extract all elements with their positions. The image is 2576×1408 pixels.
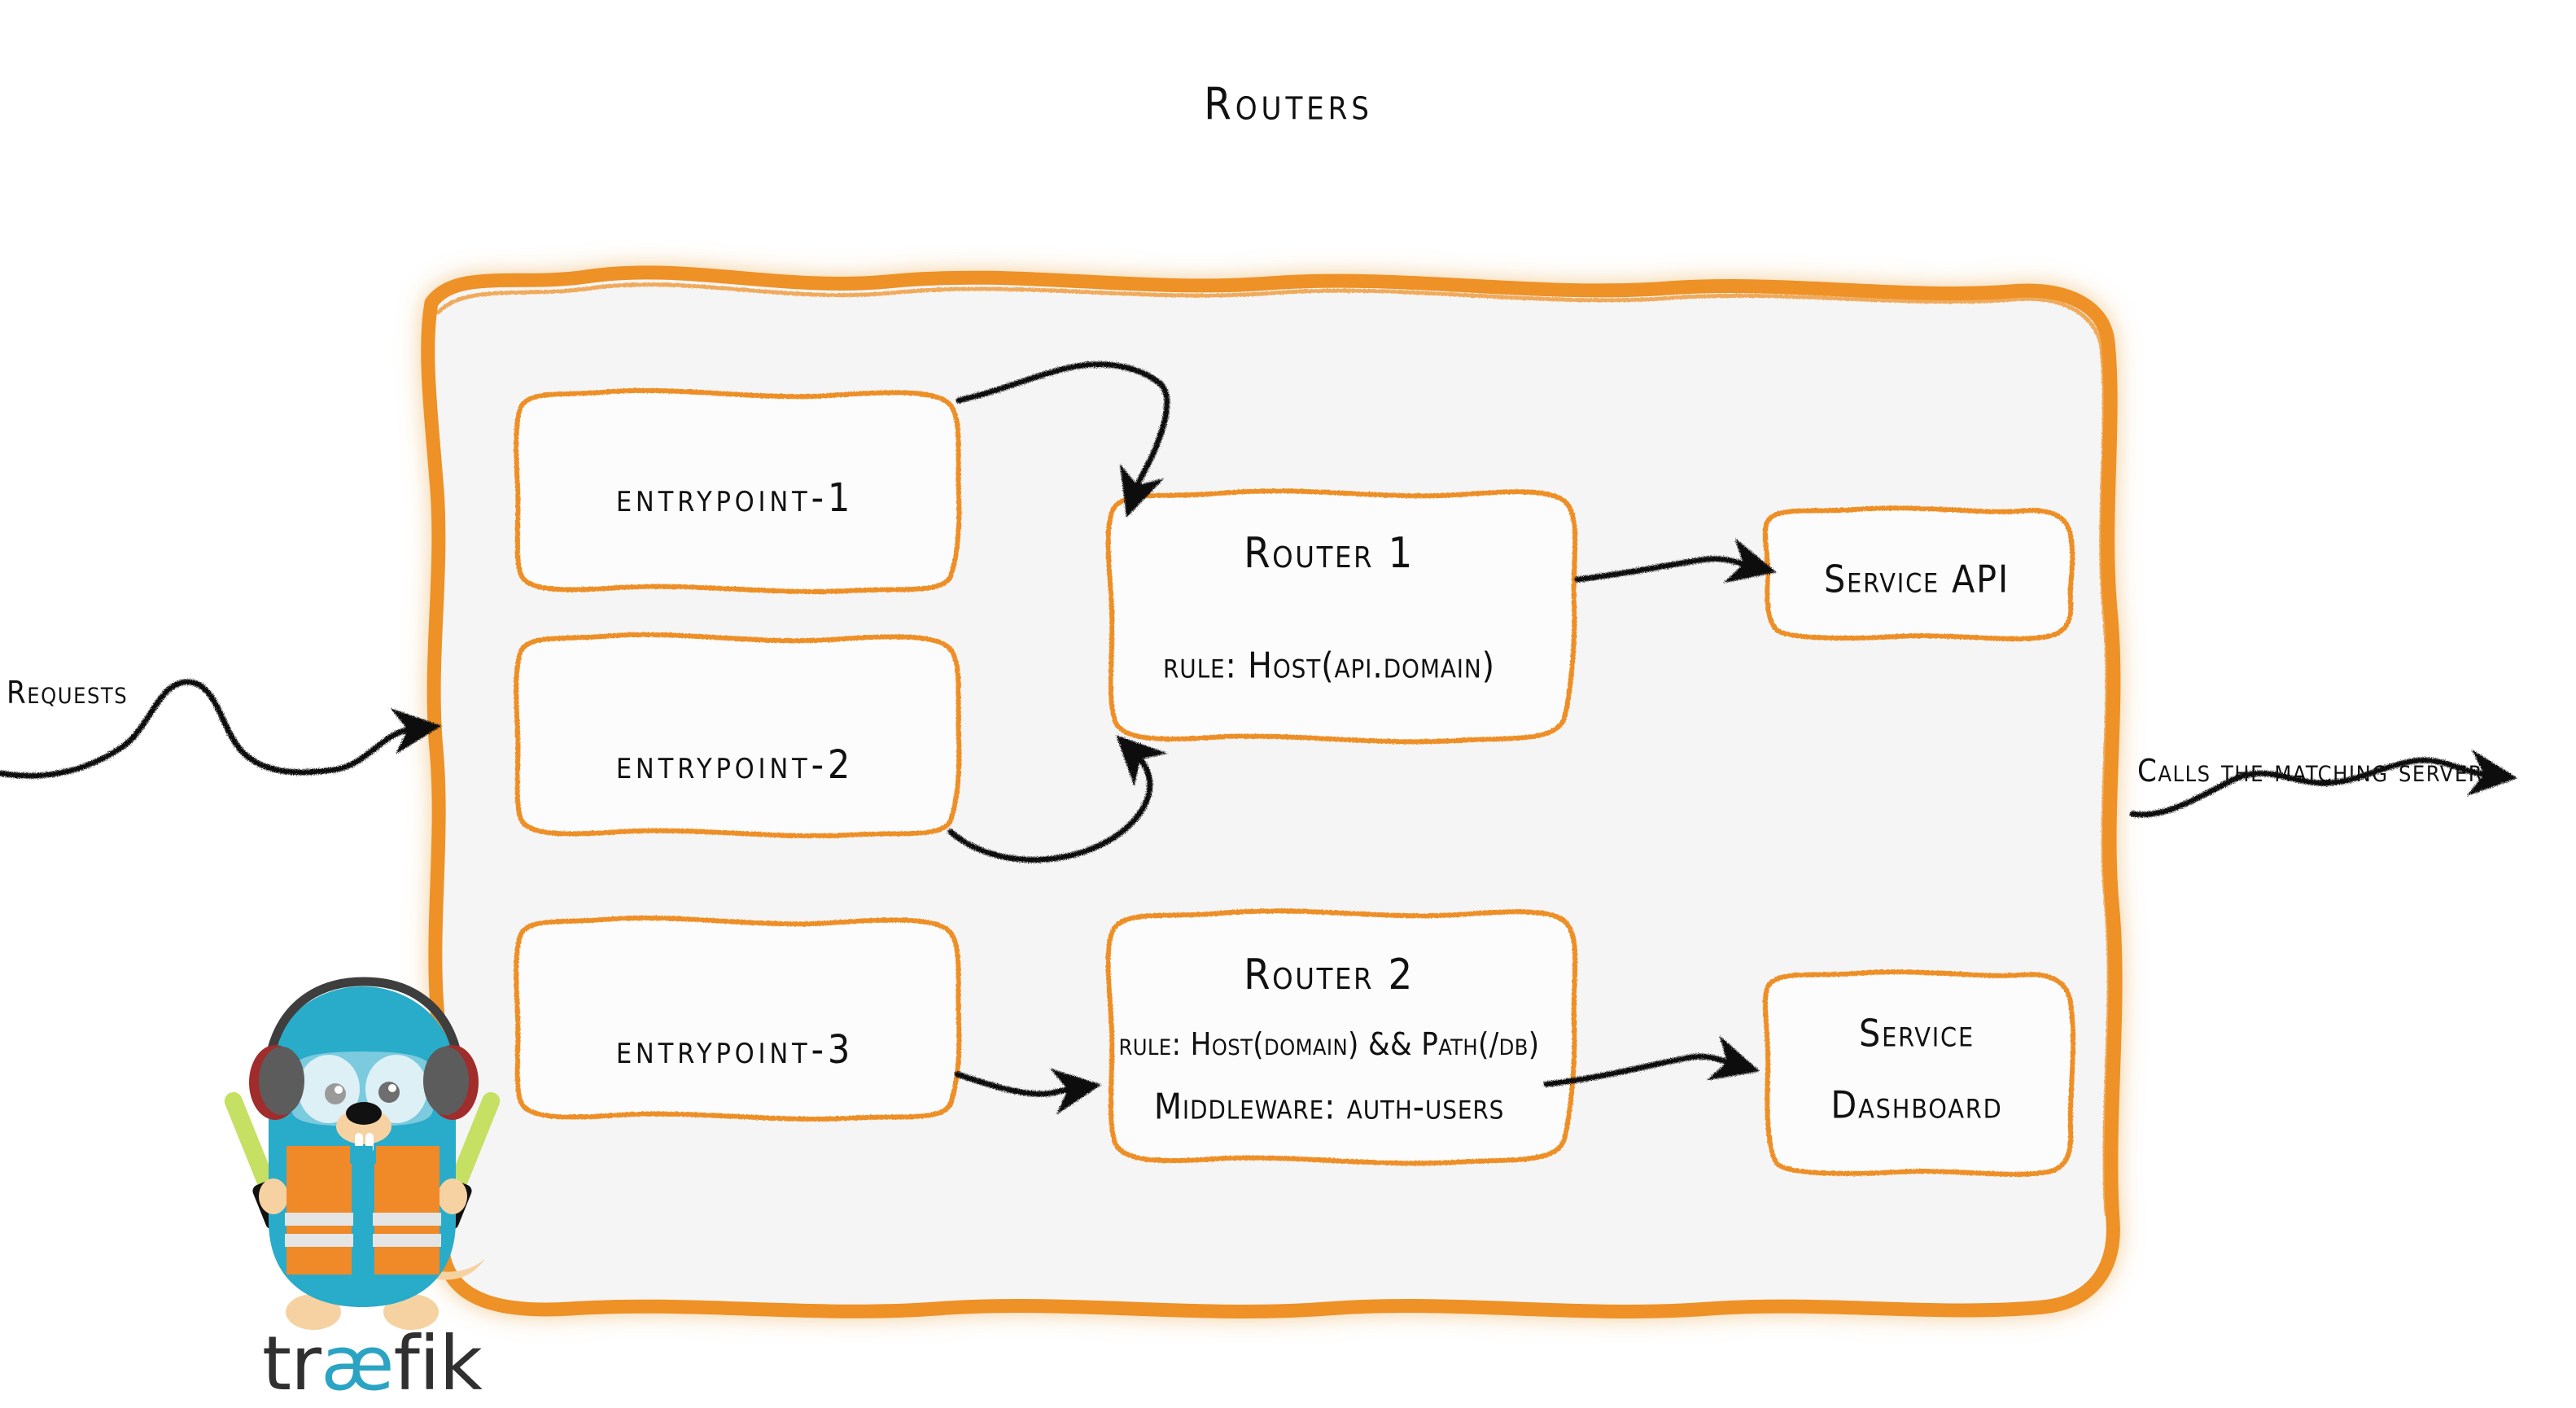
- entrypoint2-to-router1-arrow: [947, 735, 1168, 863]
- router-box-2[interactable]: [1105, 908, 1578, 1166]
- router-2-title: Router 2: [1244, 951, 1415, 999]
- entrypoint-2-label: entrypoint-2: [615, 742, 855, 788]
- router-box-1[interactable]: [1105, 488, 1578, 745]
- requests-arrow: [0, 679, 442, 779]
- router-1-rule: rule: Host(api.domain): [1163, 645, 1495, 687]
- entrypoint-box-2[interactable]: [514, 632, 962, 839]
- entrypoint1-to-router1-arrow: [956, 361, 1170, 518]
- entrypoint3-to-router2-arrow: [954, 1068, 1102, 1115]
- headphone-cup-right: [423, 1045, 479, 1120]
- traefik-wordmark: træfik: [262, 1327, 483, 1401]
- wordmark-text: tr: [262, 1320, 321, 1407]
- service-api-label: Service API: [1823, 557, 2010, 601]
- router-1-title: Router 1: [1244, 529, 1415, 578]
- service-box-api[interactable]: [1762, 505, 2075, 641]
- router-2-middleware: Middleware: auth-users: [1153, 1086, 1505, 1128]
- entrypoint-box-3[interactable]: [514, 915, 962, 1122]
- service-box-dashboard[interactable]: [1762, 969, 2076, 1177]
- router-2-rule: rule: Host(domain) && Path(/db): [1118, 1026, 1540, 1062]
- router2-to-service-dashboard-arrow: [1543, 1035, 1760, 1087]
- traefik-gopher-mascot: [224, 977, 501, 1330]
- router1-to-service-api-arrow: [1574, 537, 1777, 584]
- service-dashboard-label-line1: Service: [1858, 1011, 1975, 1056]
- entrypoint-3-label: entrypoint-3: [615, 1027, 855, 1073]
- calls-matching-server-arrow: [2129, 749, 2518, 818]
- service-dashboard-label-line2: Dashboard: [1830, 1082, 2003, 1127]
- entrypoint-1-label: entrypoint-1: [615, 475, 855, 521]
- arrow-group: [0, 361, 2518, 1115]
- headphone-cup-left: [249, 1045, 304, 1120]
- entrypoint-box-1[interactable]: [514, 387, 962, 595]
- calls-matching-server-label: Calls the matching server: [2137, 753, 2484, 789]
- wordmark-ae-ligature: æ: [321, 1320, 394, 1407]
- page-title: Routers: [1204, 78, 1373, 130]
- wordmark-text-end: fik: [393, 1320, 482, 1407]
- requests-label: Requests: [7, 675, 129, 711]
